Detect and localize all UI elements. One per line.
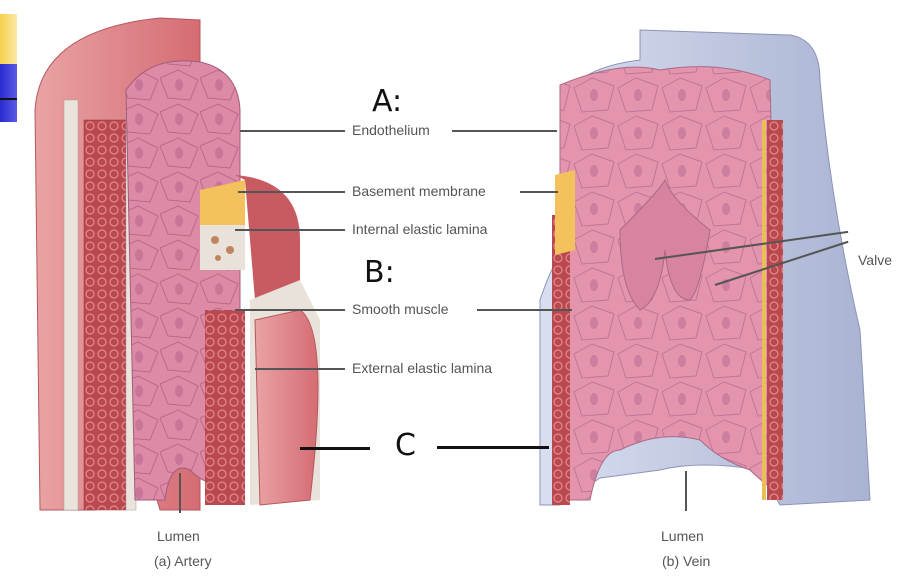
- c-leader-right: [437, 446, 549, 449]
- label-smooth-muscle: Smooth muscle: [352, 301, 449, 317]
- caption-artery: (a) Artery: [154, 553, 212, 569]
- endothelium-leader-left: [240, 130, 345, 132]
- endothelium-leader-right: [452, 130, 557, 132]
- label-valve: Valve: [858, 252, 892, 268]
- label-vein-lumen: Lumen: [661, 528, 704, 544]
- label-external-elastic-lamina: External elastic lamina: [352, 360, 493, 376]
- vein-lumen-leader: [685, 471, 687, 511]
- label-endothelium: Endothelium: [352, 122, 430, 138]
- label-basement-membrane: Basement membrane: [352, 183, 486, 199]
- slide-accent-blue: [0, 64, 17, 122]
- artery-lumen-leader: [179, 473, 181, 513]
- slide-accent-yellow: [0, 14, 17, 64]
- caption-vein: (b) Vein: [662, 553, 711, 569]
- label-artery-lumen: Lumen: [157, 528, 200, 544]
- slide-accent-divider: [0, 98, 17, 100]
- handwritten-c: C: [395, 428, 416, 463]
- smooth-muscle-leader-left: [235, 309, 345, 311]
- basement-membrane-leader-left: [238, 191, 345, 193]
- external-elastic-lamina-leader: [255, 368, 345, 370]
- label-internal-elastic-lamina: Internal elastic lamina: [352, 221, 488, 237]
- internal-elastic-lamina-leader: [235, 229, 345, 231]
- c-leader-left: [300, 447, 370, 450]
- basement-membrane-leader-right: [520, 191, 558, 193]
- smooth-muscle-leader-right: [477, 309, 572, 311]
- handwritten-b: B:: [364, 255, 395, 290]
- handwritten-a: A:: [372, 84, 403, 119]
